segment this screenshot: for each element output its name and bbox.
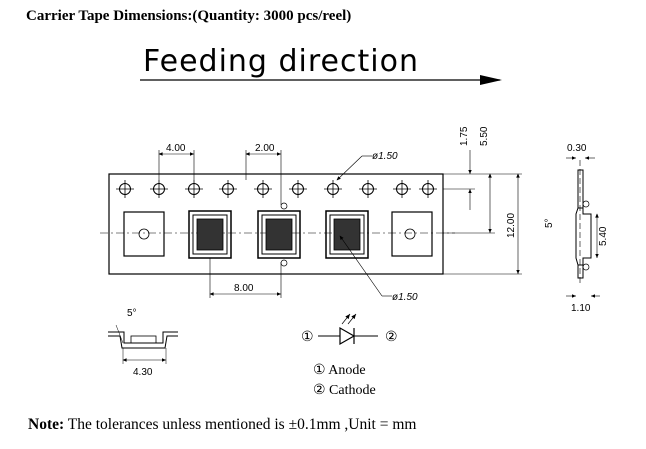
pin-1-marker: ① [301,330,314,345]
legend-anode: ① Anode [313,363,366,378]
sprocket-hole [116,180,134,198]
dim-edge-to-pocket: 5.50 [479,126,490,146]
dim-front-angle: 5° [127,308,137,319]
feeding-arrow-head [480,75,502,85]
pocket-led-2 [257,202,301,267]
led-symbol: ① ② [301,313,398,346]
sprocket-hole [419,180,437,198]
sprocket-hole [289,180,307,198]
sprocket-hole [324,180,342,198]
carrier-tape [108,173,444,275]
dim-hole-diameter: ø1.50 [372,151,398,162]
pocket-empty-right [391,211,433,257]
side-view [575,160,592,285]
dim-pocket-width: 4.30 [133,367,153,378]
dim-thickness: 0.30 [567,143,587,154]
sprocket-hole [393,180,411,198]
dim-cover-thickness: 1.10 [571,303,591,314]
tolerance-note: Note: The tolerances unless mentioned is… [28,416,416,434]
note-text: The tolerances unless mentioned is ±0.1m… [64,416,417,433]
pocket-empty-left [123,211,165,257]
note-label: Note: [28,416,65,433]
sprocket-hole [150,180,168,198]
pocket-led-1 [188,210,232,259]
sprocket-holes [116,180,437,198]
diagram-title: Carrier Tape Dimensions:(Quantity: 3000 … [26,8,352,24]
front-view [108,324,178,349]
dim-edge-to-hole: 1.75 [459,126,470,146]
dim-hole-pitch: 4.00 [166,143,186,154]
dim-tape-width: 12.00 [506,213,517,238]
dim-side-angle: 5° [544,218,555,228]
sprocket-hole [185,180,203,198]
feeding-direction-label: Feeding direction [143,44,419,79]
pocket-led-3 [325,210,369,259]
sprocket-hole [254,180,272,198]
dim-pocket-depth: 5.40 [598,226,609,246]
dim-hole-to-pocket: 2.00 [255,143,275,154]
sprocket-hole [359,180,377,198]
legend-cathode: ② Cathode [313,383,376,398]
pin-2-marker: ② [385,330,398,345]
dim-pocket-hole-diameter: ø1.50 [392,292,418,303]
dim-pocket-pitch: 8.00 [234,283,254,294]
sprocket-hole [219,180,237,198]
